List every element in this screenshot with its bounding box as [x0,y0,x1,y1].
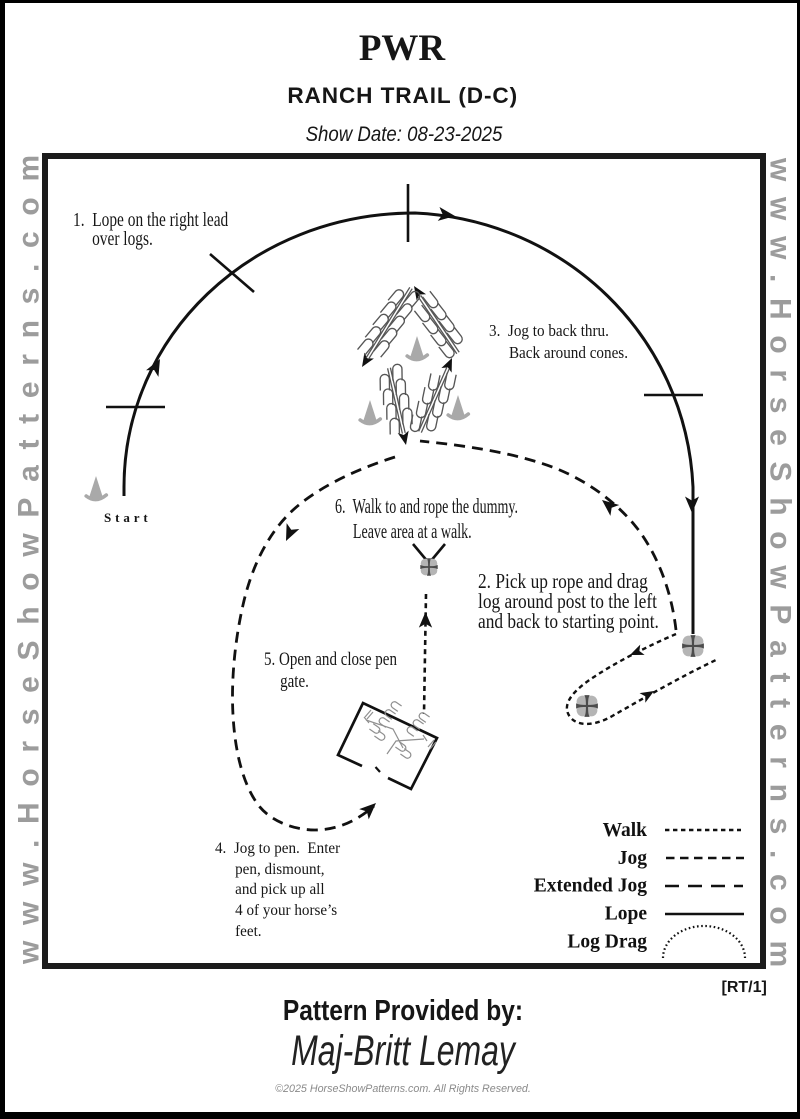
svg-text:Extended Jog: Extended Jog [534,876,647,897]
svg-text:Log Drag: Log Drag [567,931,647,952]
svg-text:www.HorseShowPatterns.com: www.HorseShowPatterns.com [13,139,46,965]
svg-text:www.HorseShowPatterns.com: www.HorseShowPatterns.com [764,157,797,983]
svg-text:Walk: Walk [603,820,648,841]
svg-text:Lope: Lope [605,904,648,925]
svg-text:Jog: Jog [618,848,648,869]
